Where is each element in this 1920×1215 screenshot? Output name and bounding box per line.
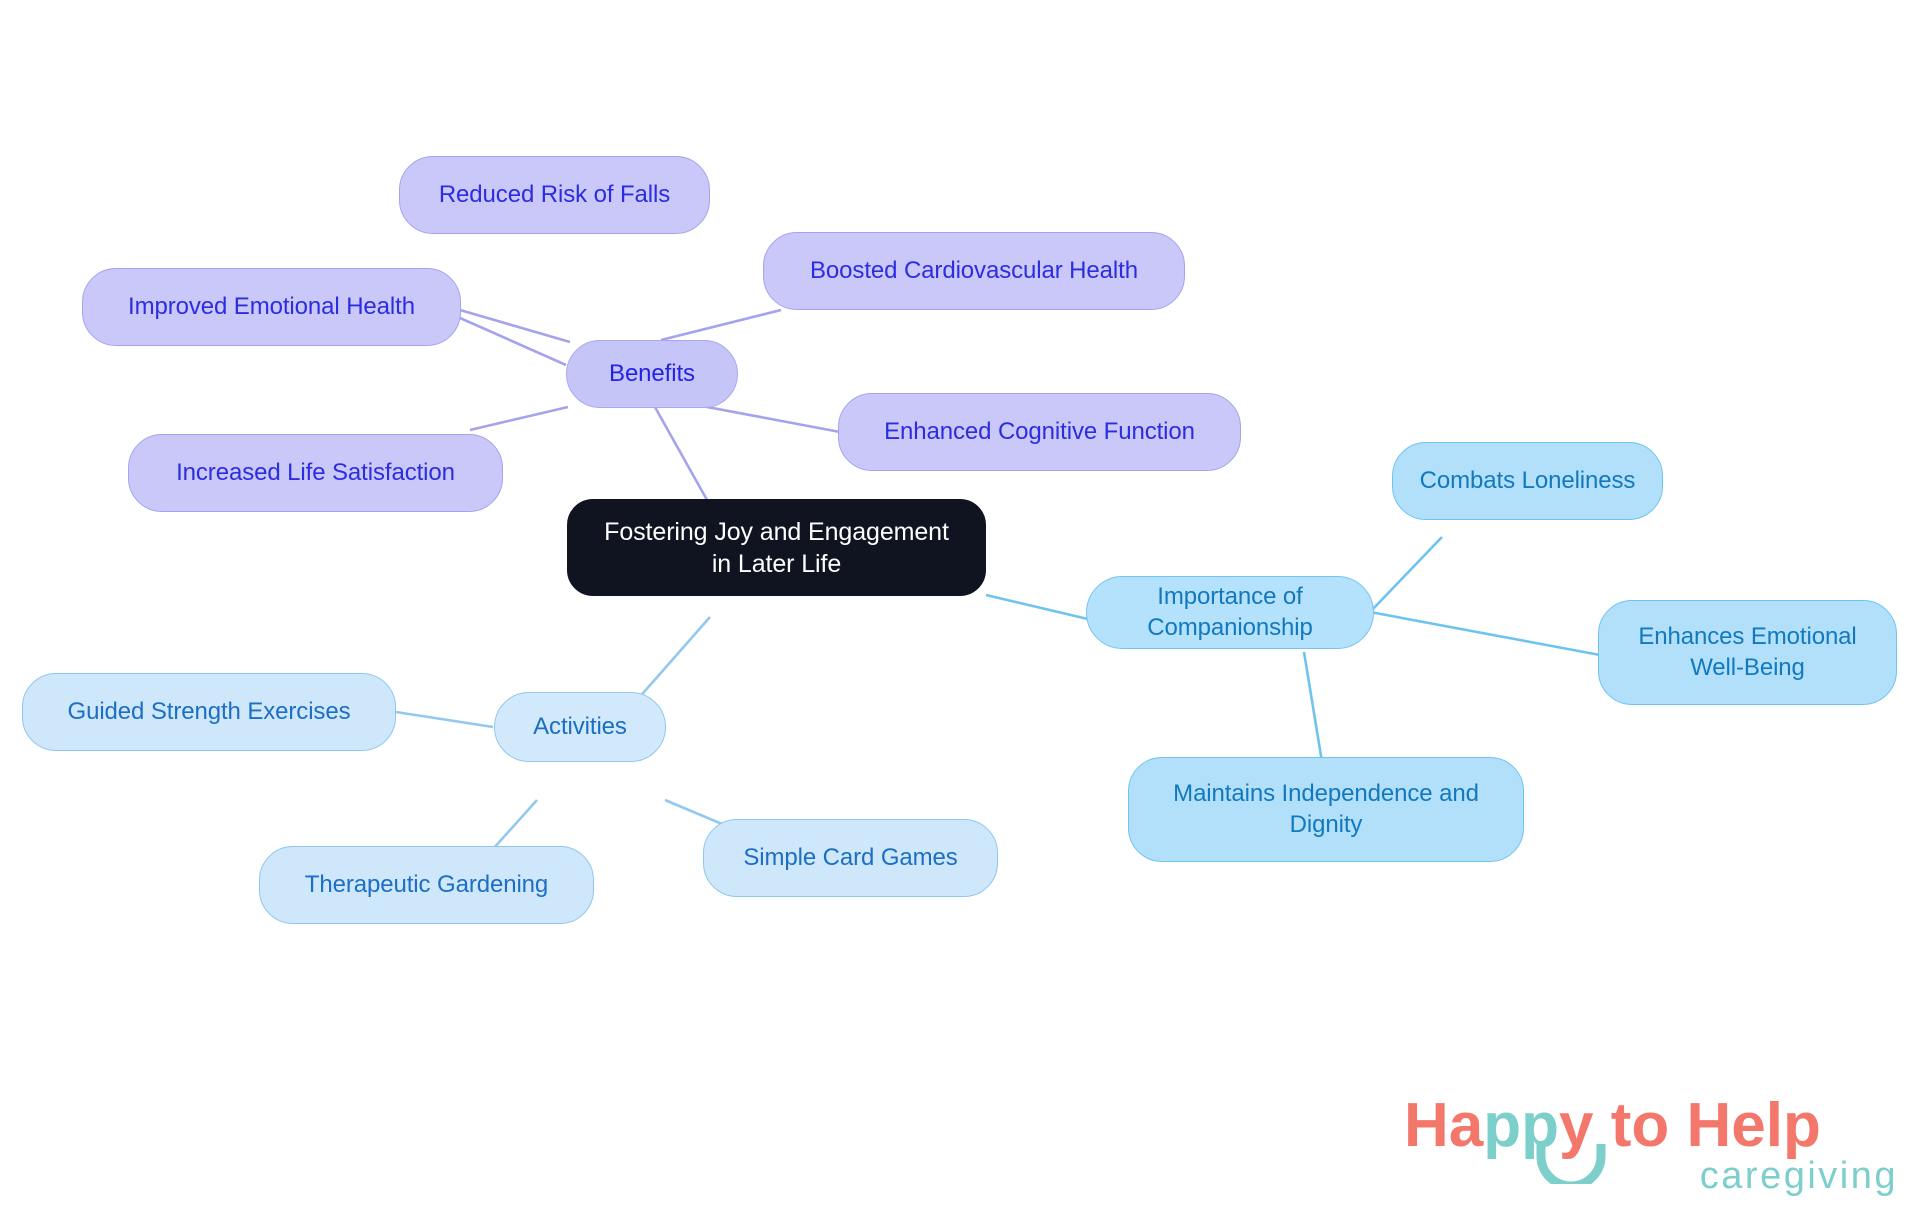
edge-benefits-increased-life-satisfaction	[469, 405, 569, 432]
edge-root-companionship	[985, 593, 1093, 622]
node-improved-emotional-health[interactable]: Improved Emotional Health	[82, 268, 461, 346]
edge-companionship-enhances-emotional	[1369, 610, 1601, 657]
branch-node-importance-of-companionship[interactable]: Importance of Companionship	[1086, 576, 1374, 649]
branch-node-benefits[interactable]: Benefits	[566, 340, 738, 408]
root-node[interactable]: Fostering Joy and Engagement in Later Li…	[567, 499, 986, 596]
logo-tagline: caregiving	[1699, 1155, 1898, 1197]
edge-companionship-combats-loneliness	[1371, 536, 1443, 611]
node-simple-card-games[interactable]: Simple Card Games	[703, 819, 998, 897]
node-therapeutic-gardening[interactable]: Therapeutic Gardening	[259, 846, 594, 924]
branch-node-activities[interactable]: Activities	[494, 692, 666, 762]
brand-logo: Happy to Help caregiving	[1404, 1092, 1900, 1202]
smile-icon	[1536, 1144, 1606, 1184]
node-reduced-risk-of-falls[interactable]: Reduced Risk of Falls	[399, 156, 710, 234]
logo-word-pp: pp	[1483, 1091, 1560, 1160]
edge-activities-guided-strength	[395, 710, 494, 729]
node-combats-loneliness[interactable]: Combats Loneliness	[1392, 442, 1663, 520]
edge-companionship-maintains-independence	[1302, 651, 1324, 763]
node-enhances-emotional-well-being[interactable]: Enhances Emotional Well-Being	[1598, 600, 1897, 705]
node-guided-strength-exercises[interactable]: Guided Strength Exercises	[22, 673, 396, 751]
edge-root-activities	[636, 616, 711, 701]
node-increased-life-satisfaction[interactable]: Increased Life Satisfaction	[128, 434, 503, 512]
logo-wordmark: Happy to Help	[1404, 1092, 1900, 1160]
edge-benefits-reduced-risk	[459, 308, 571, 344]
edge-benefits-improved-emotional	[459, 316, 567, 367]
node-enhanced-cognitive-function[interactable]: Enhanced Cognitive Function	[838, 393, 1241, 471]
node-maintains-independence-and-dignity[interactable]: Maintains Independence and Dignity	[1128, 757, 1524, 862]
node-boosted-cardiovascular-health[interactable]: Boosted Cardiovascular Health	[763, 232, 1185, 310]
logo-word-ha: Ha	[1404, 1091, 1484, 1160]
edge-benefits-boosted-cardio	[660, 308, 782, 342]
